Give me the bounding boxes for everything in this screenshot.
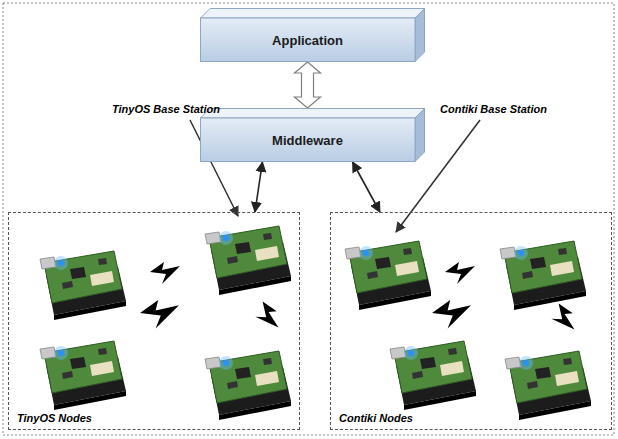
layer-box: Application [200, 8, 425, 62]
double-block-arrow [295, 62, 321, 108]
callout-label: TinyOS Base Station [112, 103, 220, 115]
layer-box: Middleware [200, 108, 425, 162]
node-group-region: TinyOS Nodes [8, 212, 300, 430]
box-face: Middleware [200, 118, 415, 162]
node-group-region: Contiki Nodes [330, 212, 612, 430]
box-title: Application [272, 33, 343, 48]
box-face: Application [200, 18, 415, 62]
box-title: Middleware [272, 133, 343, 148]
link-arrow [353, 162, 380, 212]
link-arrow [255, 162, 262, 212]
group-label: Contiki Nodes [339, 412, 413, 424]
group-label: TinyOS Nodes [17, 412, 92, 424]
callout-label: Contiki Base Station [440, 103, 547, 115]
